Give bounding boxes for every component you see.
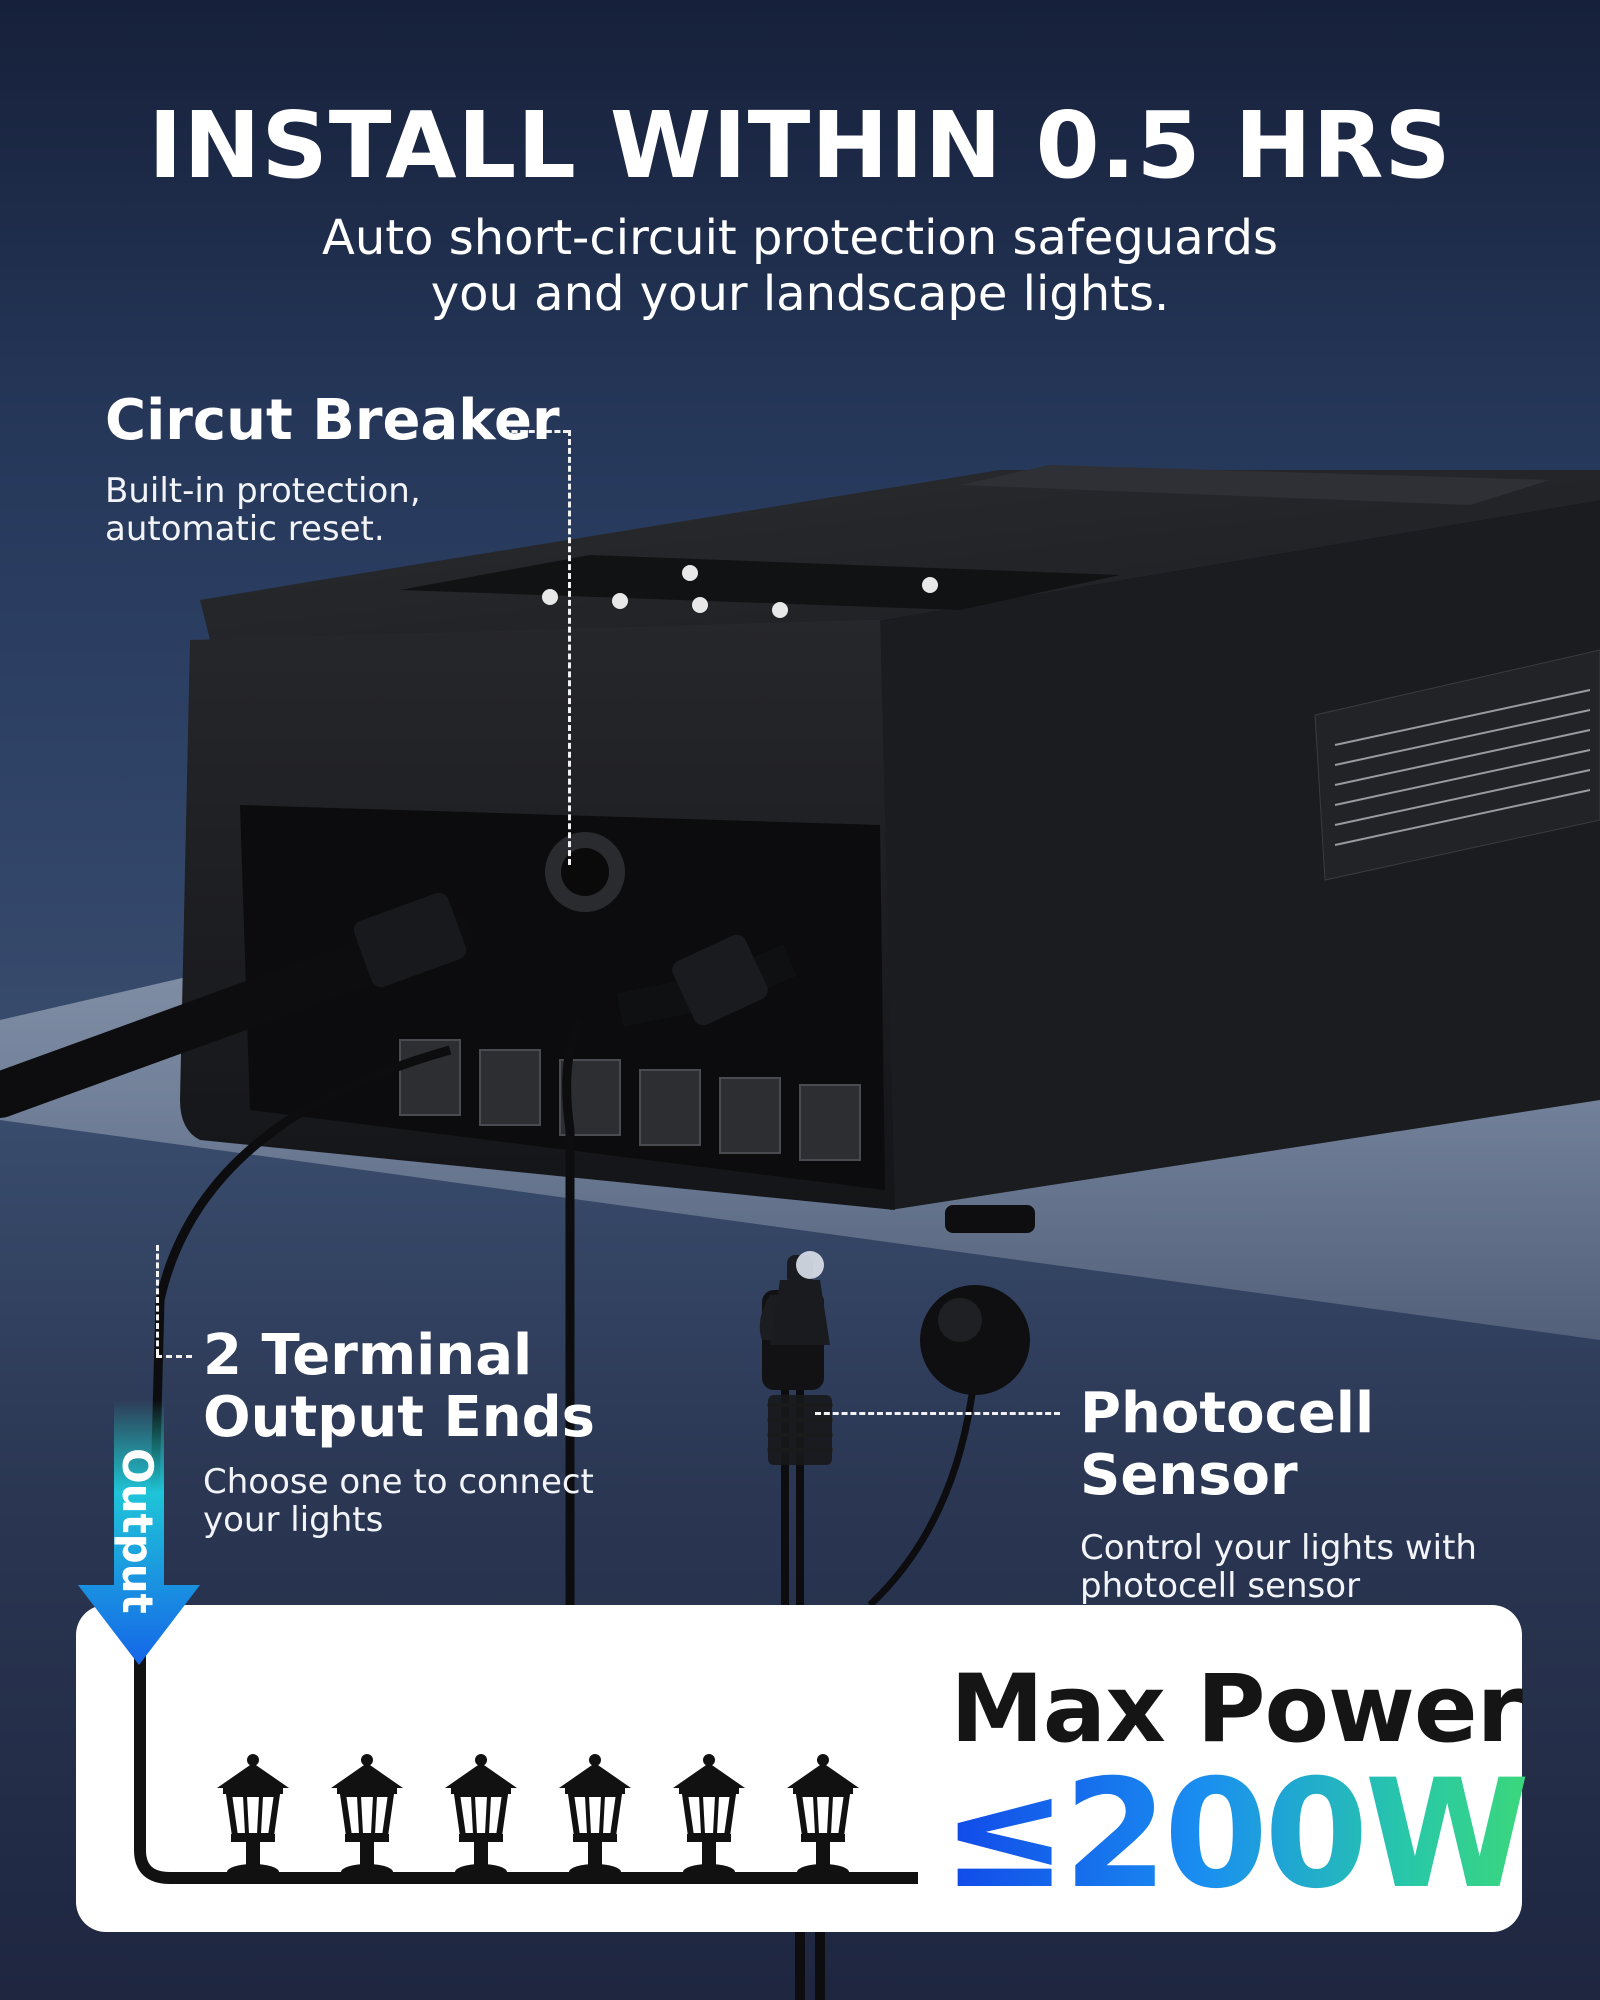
breaker-leader-h bbox=[503, 430, 569, 433]
callout-circuit-breaker: Circut Breaker Built-in protection, auto… bbox=[105, 388, 560, 549]
photocell-led bbox=[796, 1251, 824, 1279]
callout-desc-line: photocell sensor bbox=[1080, 1566, 1361, 1606]
callout-title: 2 Terminal Output Ends bbox=[203, 1325, 595, 1449]
output-label: Output bbox=[113, 1448, 162, 1614]
callout-terminal-output: 2 Terminal Output Ends Choose one to con… bbox=[203, 1325, 595, 1540]
subheadline-line-1: Auto short-circuit protection safeguards bbox=[322, 210, 1278, 266]
callout-title: Photocell Sensor bbox=[1080, 1381, 1375, 1508]
callout-desc-line: Control your lights with bbox=[1080, 1528, 1477, 1568]
box-foot bbox=[945, 1205, 1035, 1233]
callout-title-line: 2 Terminal bbox=[203, 1323, 533, 1388]
box-right-side bbox=[880, 500, 1600, 1210]
callout-photocell: Photocell Sensor Control your lights wit… bbox=[1080, 1381, 1600, 1606]
subheadline-line-2: you and your landscape lights. bbox=[430, 266, 1170, 322]
down-arrow-icon bbox=[78, 1400, 200, 1665]
callout-desc: Control your lights with photocell senso… bbox=[1080, 1529, 1600, 1605]
logo-plate bbox=[960, 465, 1550, 505]
subheadline: Auto short-circuit protection safeguards… bbox=[200, 210, 1400, 322]
output-arrow bbox=[78, 1400, 200, 1665]
terminal-leader-v bbox=[156, 1245, 159, 1355]
callout-desc-line: Built-in protection, bbox=[105, 471, 421, 511]
callout-desc-line: your lights bbox=[203, 1500, 384, 1540]
breaker-leader-v bbox=[568, 430, 571, 865]
callout-desc-line: automatic reset. bbox=[105, 509, 385, 549]
callout-title-line: Output Ends bbox=[203, 1385, 595, 1450]
callout-desc: Built-in protection, automatic reset. bbox=[105, 472, 560, 548]
photocell-sensor-eye bbox=[920, 1285, 1030, 1395]
callout-desc: Choose one to connect your lights bbox=[203, 1463, 595, 1539]
output-cable-2 bbox=[562, 1017, 585, 1605]
callout-desc-line: Choose one to connect bbox=[203, 1462, 594, 1502]
max-power-value: ≤200W bbox=[941, 1748, 1530, 1922]
headline: INSTALL WITHIN 0.5 HRS bbox=[148, 92, 1452, 199]
control-panel bbox=[400, 555, 1120, 610]
photocell-leader bbox=[815, 1412, 1060, 1415]
spec-label bbox=[1314, 649, 1600, 881]
callout-title: Circut Breaker bbox=[105, 388, 560, 453]
max-power-label: Max Power bbox=[950, 1655, 1523, 1764]
terminal-leader-h bbox=[156, 1355, 192, 1358]
